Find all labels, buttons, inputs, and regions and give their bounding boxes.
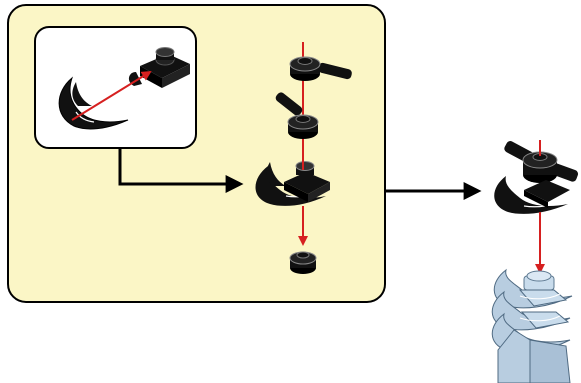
light-blue-claw-stack xyxy=(491,268,573,383)
completed-subassembly xyxy=(494,140,579,214)
round-plate-with-bar-handle-top xyxy=(289,56,352,81)
claw-on-plate-with-clip xyxy=(255,158,330,206)
round-plate-1x1 xyxy=(289,251,317,274)
round-plate-with-bar-handle-second xyxy=(275,92,319,139)
callout-inset xyxy=(34,26,197,149)
callout-motion-arrow xyxy=(71,70,152,121)
callout-flow-arrow xyxy=(118,148,244,193)
